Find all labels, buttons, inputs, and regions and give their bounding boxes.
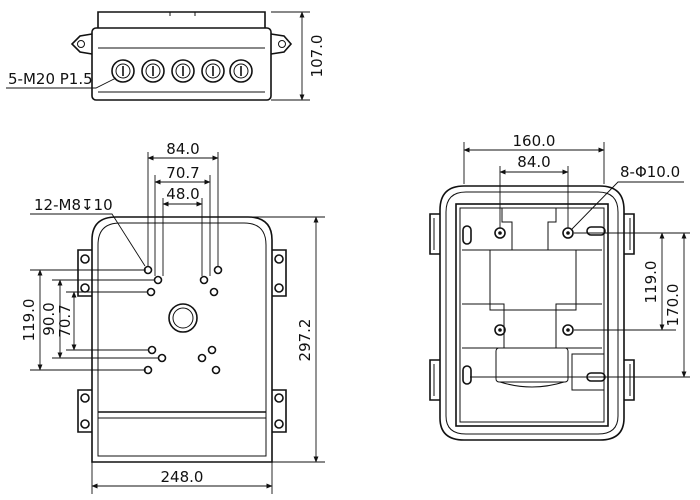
back-inner-panel — [455, 203, 609, 427]
top-view-height-dim: 107.0 — [308, 35, 326, 78]
front-left-ear-bottom — [77, 389, 92, 433]
front-view: 84.0 70.7 48.0 12-M8↧10 119.0 90.0 70.7 … — [20, 140, 325, 494]
cable-gland-2 — [141, 59, 165, 83]
back-dim-84: 84.0 — [517, 153, 550, 171]
back-left-ear-bottom — [429, 359, 440, 401]
back-hole-callout-leader — [571, 181, 684, 230]
front-hole-callout: 12-M8↧10 — [34, 196, 113, 214]
top-view: 5-M20 P1.5 107.0 — [6, 11, 326, 101]
top-view-left-ear — [70, 33, 93, 55]
cable-gland-1 — [111, 59, 135, 83]
cable-gland-5 — [229, 59, 253, 83]
front-dim-70-7-h: 70.7 — [166, 164, 199, 182]
front-dim-297-2: 297.2 — [296, 319, 314, 362]
top-view-lid — [97, 11, 266, 28]
cable-gland-3 — [171, 59, 195, 83]
front-dim-119: 119.0 — [20, 299, 38, 342]
back-right-ear-top — [624, 213, 635, 255]
gland-callout-label: 5-M20 P1.5 — [8, 70, 93, 88]
back-hole-callout: 8-Φ10.0 — [620, 163, 680, 181]
back-left-ear-top — [429, 213, 440, 255]
back-view: 160.0 84.0 8-Φ10.0 119.0 170.0 — [429, 132, 690, 441]
top-view-right-ear — [270, 33, 293, 55]
front-view-body — [91, 216, 273, 463]
gland-callout-leader — [6, 77, 117, 89]
front-dim-84: 84.0 — [166, 140, 199, 158]
front-dim-48: 48.0 — [166, 185, 199, 203]
cable-gland-4 — [201, 59, 225, 83]
front-left-ear-top — [77, 249, 92, 297]
front-hole-callout-leader — [30, 213, 146, 267]
back-view-body — [439, 185, 625, 441]
back-slot-top-right — [586, 226, 606, 236]
front-dim-90: 90.0 — [40, 302, 58, 335]
front-dim-70-7-v: 70.7 — [56, 304, 74, 337]
back-dim-170: 170.0 — [664, 284, 682, 327]
back-right-ear-bottom — [624, 359, 635, 401]
top-view-body — [91, 27, 272, 101]
front-right-ear-bottom — [272, 389, 287, 433]
front-mounting-holes — [143, 265, 223, 375]
center-cable-hole — [168, 303, 198, 333]
back-dim-160: 160.0 — [513, 132, 556, 150]
back-slot-bottom-left — [462, 365, 472, 385]
back-mounting-holes — [494, 227, 574, 336]
front-right-ear-top — [272, 249, 287, 297]
back-slot-top-left — [462, 225, 472, 245]
front-dim-248: 248.0 — [161, 468, 204, 486]
back-dim-119: 119.0 — [642, 261, 660, 304]
